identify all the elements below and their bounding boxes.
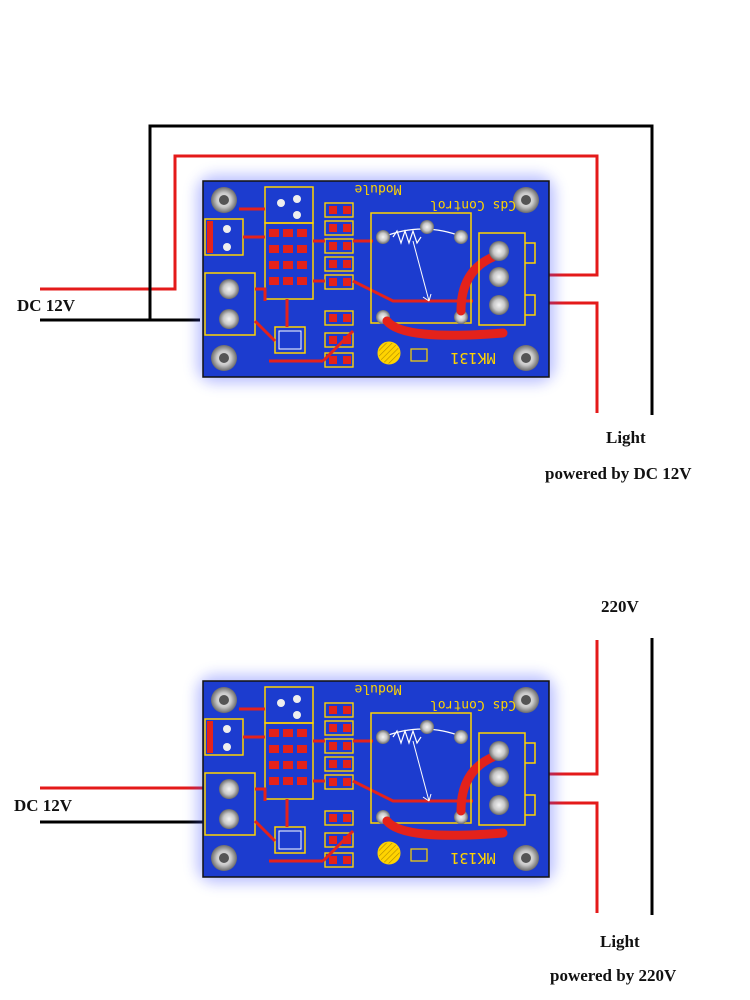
pcb-module-top: [197, 175, 555, 383]
wire-light-live: [545, 801, 599, 913]
wire-light-positive: [545, 301, 599, 413]
diagram-220v: [40, 638, 654, 915]
pcb-module-bottom: [197, 675, 555, 883]
source-label-220v: 220V: [601, 597, 639, 616]
output-label-power-top: powered by DC 12V: [545, 464, 692, 483]
wire-dc-negative: [40, 124, 654, 415]
diagram-12v: [40, 124, 654, 415]
output-label-light-bottom: Light: [600, 932, 640, 951]
input-label-bottom: DC 12V: [14, 796, 73, 815]
output-label-power-bottom: powered by 220V: [550, 966, 677, 985]
input-label-top: DC 12V: [17, 296, 76, 315]
wire-dc-positive: [40, 154, 599, 291]
wire-220v-live: [545, 640, 599, 776]
output-label-light-top: Light: [606, 428, 646, 447]
